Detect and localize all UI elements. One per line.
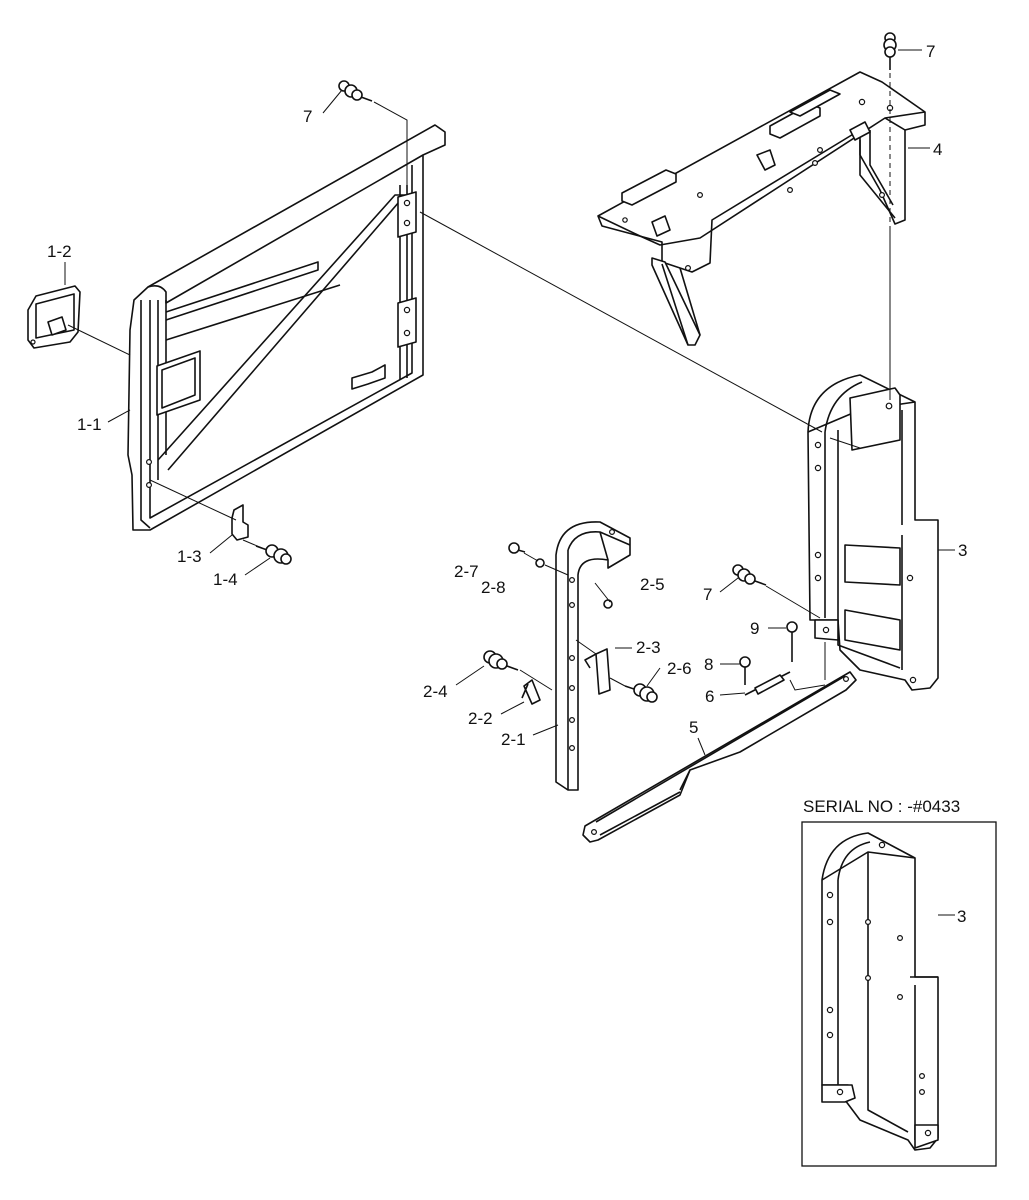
clip-1-3 (231, 504, 249, 541)
bolt-7-bracket (732, 564, 767, 586)
serial-inset: SERIAL NO : -#0433 3 (801, 797, 997, 1167)
bolt-2-6 (624, 683, 658, 703)
bolt-2-4 (483, 650, 519, 671)
callout-7-top: 7 (926, 42, 935, 61)
callout-2-2: 2-2 (468, 709, 493, 728)
panel-1-1 (127, 124, 446, 531)
callout-8: 8 (704, 655, 713, 674)
latch-1-2 (27, 285, 81, 349)
callout-3: 3 (958, 541, 967, 560)
bracket-3-early (821, 832, 939, 1151)
callout-2-7: 2-7 (454, 562, 479, 581)
clip-2-2 (521, 679, 541, 705)
callout-5: 5 (689, 718, 698, 737)
callout-1-3: 1-3 (177, 547, 202, 566)
callout-7-bracket: 7 (703, 585, 712, 604)
callout-2-3: 2-3 (636, 638, 661, 657)
callout-1-2: 1-2 (47, 242, 72, 261)
callout-2-1: 2-1 (501, 730, 526, 749)
inset-title: SERIAL NO : -#0433 (803, 797, 960, 816)
callout-2-8: 2-8 (481, 578, 506, 597)
callout-6: 6 (705, 687, 714, 706)
bolt-7-panel (338, 80, 373, 102)
callout-leaders (64, 49, 955, 756)
inset-frame (801, 821, 997, 1167)
bolt-8 (739, 656, 751, 685)
callout-labels: 7 4 7 1-2 1-1 1-3 1-4 3 7 2-7 2-8 2-5 2-… (47, 42, 967, 749)
nut-2-5 (603, 599, 613, 609)
rod-6 (744, 671, 791, 696)
callout-2-4: 2-4 (423, 682, 448, 701)
callout-2-5: 2-5 (640, 575, 665, 594)
rail-5 (582, 671, 857, 843)
frame-4 (597, 55, 926, 346)
callout-9: 9 (750, 619, 759, 638)
callout-4: 4 (933, 140, 942, 159)
callout-7-panel: 7 (303, 107, 312, 126)
assembly-lines (67, 101, 891, 691)
bracket-2-1 (555, 521, 631, 791)
clip-2-3 (584, 648, 611, 695)
bracket-3 (807, 374, 939, 691)
inset-callout-3: 3 (957, 907, 966, 926)
bolt-1-4 (255, 544, 292, 565)
bolt-9 (786, 621, 798, 662)
callout-1-4: 1-4 (213, 570, 238, 589)
bolt-2-7 (508, 542, 526, 554)
callout-2-6: 2-6 (667, 659, 692, 678)
callout-1-1: 1-1 (77, 415, 102, 434)
bolt-7-top (883, 32, 897, 70)
